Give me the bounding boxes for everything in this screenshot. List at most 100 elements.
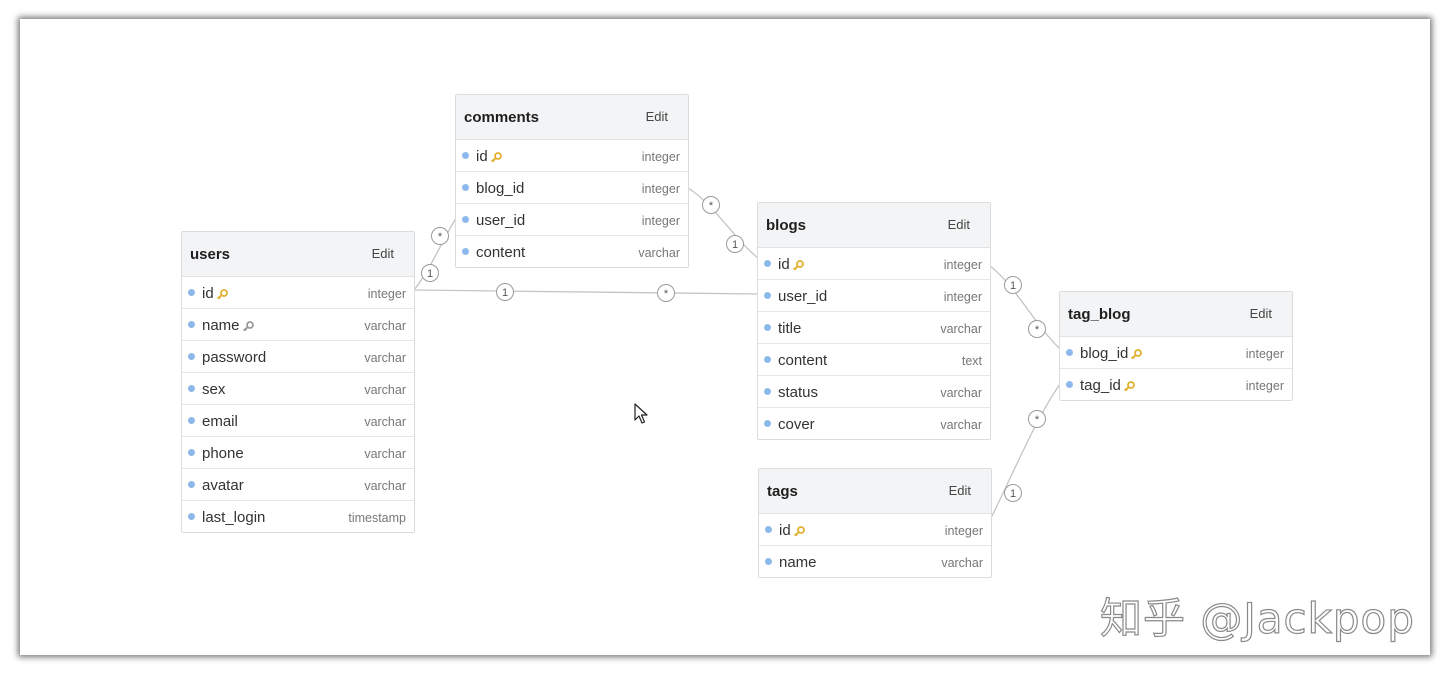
table-title: tag_blog (1068, 306, 1131, 323)
field-name-text: blog_id (476, 180, 525, 197)
table-header: tags Edit (759, 469, 991, 514)
svg-text:*: * (438, 231, 443, 243)
field-type: varchar (364, 447, 406, 461)
cardinality-badges: 1 * 1 * * 1 1 * * 1 (421, 196, 1046, 502)
field-type: varchar (638, 246, 680, 260)
svg-text:1: 1 (427, 268, 433, 280)
field-name-text: sex (202, 381, 226, 398)
field-row[interactable]: phone varchar (182, 436, 414, 468)
field-name: title (778, 320, 801, 337)
field-row[interactable]: content varchar (456, 235, 688, 267)
field-name: user_id (476, 212, 525, 229)
table-header: users Edit (182, 232, 414, 277)
table-title: blogs (766, 217, 806, 234)
field-dot-icon (188, 417, 195, 424)
field-row[interactable]: tag_id integer (1060, 368, 1292, 400)
field-dot-icon (188, 289, 195, 296)
table-header: blogs Edit (758, 203, 990, 248)
link-blogs-comments (687, 187, 759, 259)
svg-text:*: * (1035, 324, 1040, 336)
field-row[interactable]: content text (758, 343, 990, 375)
edit-button[interactable]: Edit (371, 246, 394, 261)
field-dot-icon (188, 449, 195, 456)
field-name-text: id (202, 285, 214, 302)
edit-button[interactable]: Edit (947, 217, 970, 232)
primary-key-icon (1123, 378, 1135, 395)
field-dot-icon (765, 558, 772, 565)
field-type: timestamp (348, 511, 406, 525)
table-title: tags (767, 483, 798, 500)
field-type: integer (944, 524, 983, 538)
field-name-text: phone (202, 445, 244, 462)
field-name-text: tag_id (1080, 377, 1121, 394)
svg-text:1: 1 (502, 287, 508, 299)
field-dot-icon (462, 216, 469, 223)
field-row[interactable]: user_id integer (456, 203, 688, 235)
edit-button[interactable]: Edit (948, 483, 971, 498)
field-type: integer (641, 214, 680, 228)
field-name-text: cover (778, 416, 815, 433)
field-name: id (202, 285, 228, 303)
field-type: varchar (364, 479, 406, 493)
field-dot-icon (764, 420, 771, 427)
field-type: integer (943, 290, 982, 304)
field-type: integer (1245, 379, 1284, 393)
card-blogs-tagblog-many: * (1028, 320, 1046, 338)
link-users-comments (413, 217, 457, 291)
field-type: text (961, 354, 982, 368)
field-row[interactable]: password varchar (182, 340, 414, 372)
field-dot-icon (764, 292, 771, 299)
edit-button[interactable]: Edit (645, 109, 668, 124)
field-name: content (778, 352, 827, 369)
card-blogs-comments-many: * (702, 196, 720, 214)
field-row[interactable]: id integer (758, 248, 990, 279)
card-tags-tagblog-one: 1 (1004, 484, 1022, 502)
field-dot-icon (462, 152, 469, 159)
primary-key-icon (792, 257, 804, 274)
field-name-text: user_id (476, 212, 526, 229)
field-dot-icon (188, 385, 195, 392)
field-name: blog_id (1080, 345, 1143, 363)
card-blogs-tagblog-one: 1 (1004, 276, 1022, 294)
field-name-text: name (779, 554, 817, 571)
field-dot-icon (188, 353, 195, 360)
field-name-text: status (778, 384, 819, 401)
field-name: password (202, 349, 266, 366)
field-dot-icon (765, 526, 772, 533)
field-name: content (476, 244, 525, 261)
mouse-cursor-icon (634, 403, 648, 424)
field-name: sex (202, 381, 225, 398)
field-name-text: content (476, 244, 526, 261)
field-dot-icon (764, 260, 771, 267)
field-dot-icon (188, 321, 195, 328)
field-type: varchar (364, 351, 406, 365)
field-name-text: content (778, 352, 828, 369)
field-type: integer (943, 258, 982, 272)
field-dot-icon (1066, 349, 1073, 356)
edit-button[interactable]: Edit (1249, 306, 1272, 321)
field-name: id (778, 256, 804, 274)
field-name-text: title (778, 320, 802, 337)
primary-key-icon (216, 286, 228, 303)
link-users-blogs (413, 289, 759, 295)
